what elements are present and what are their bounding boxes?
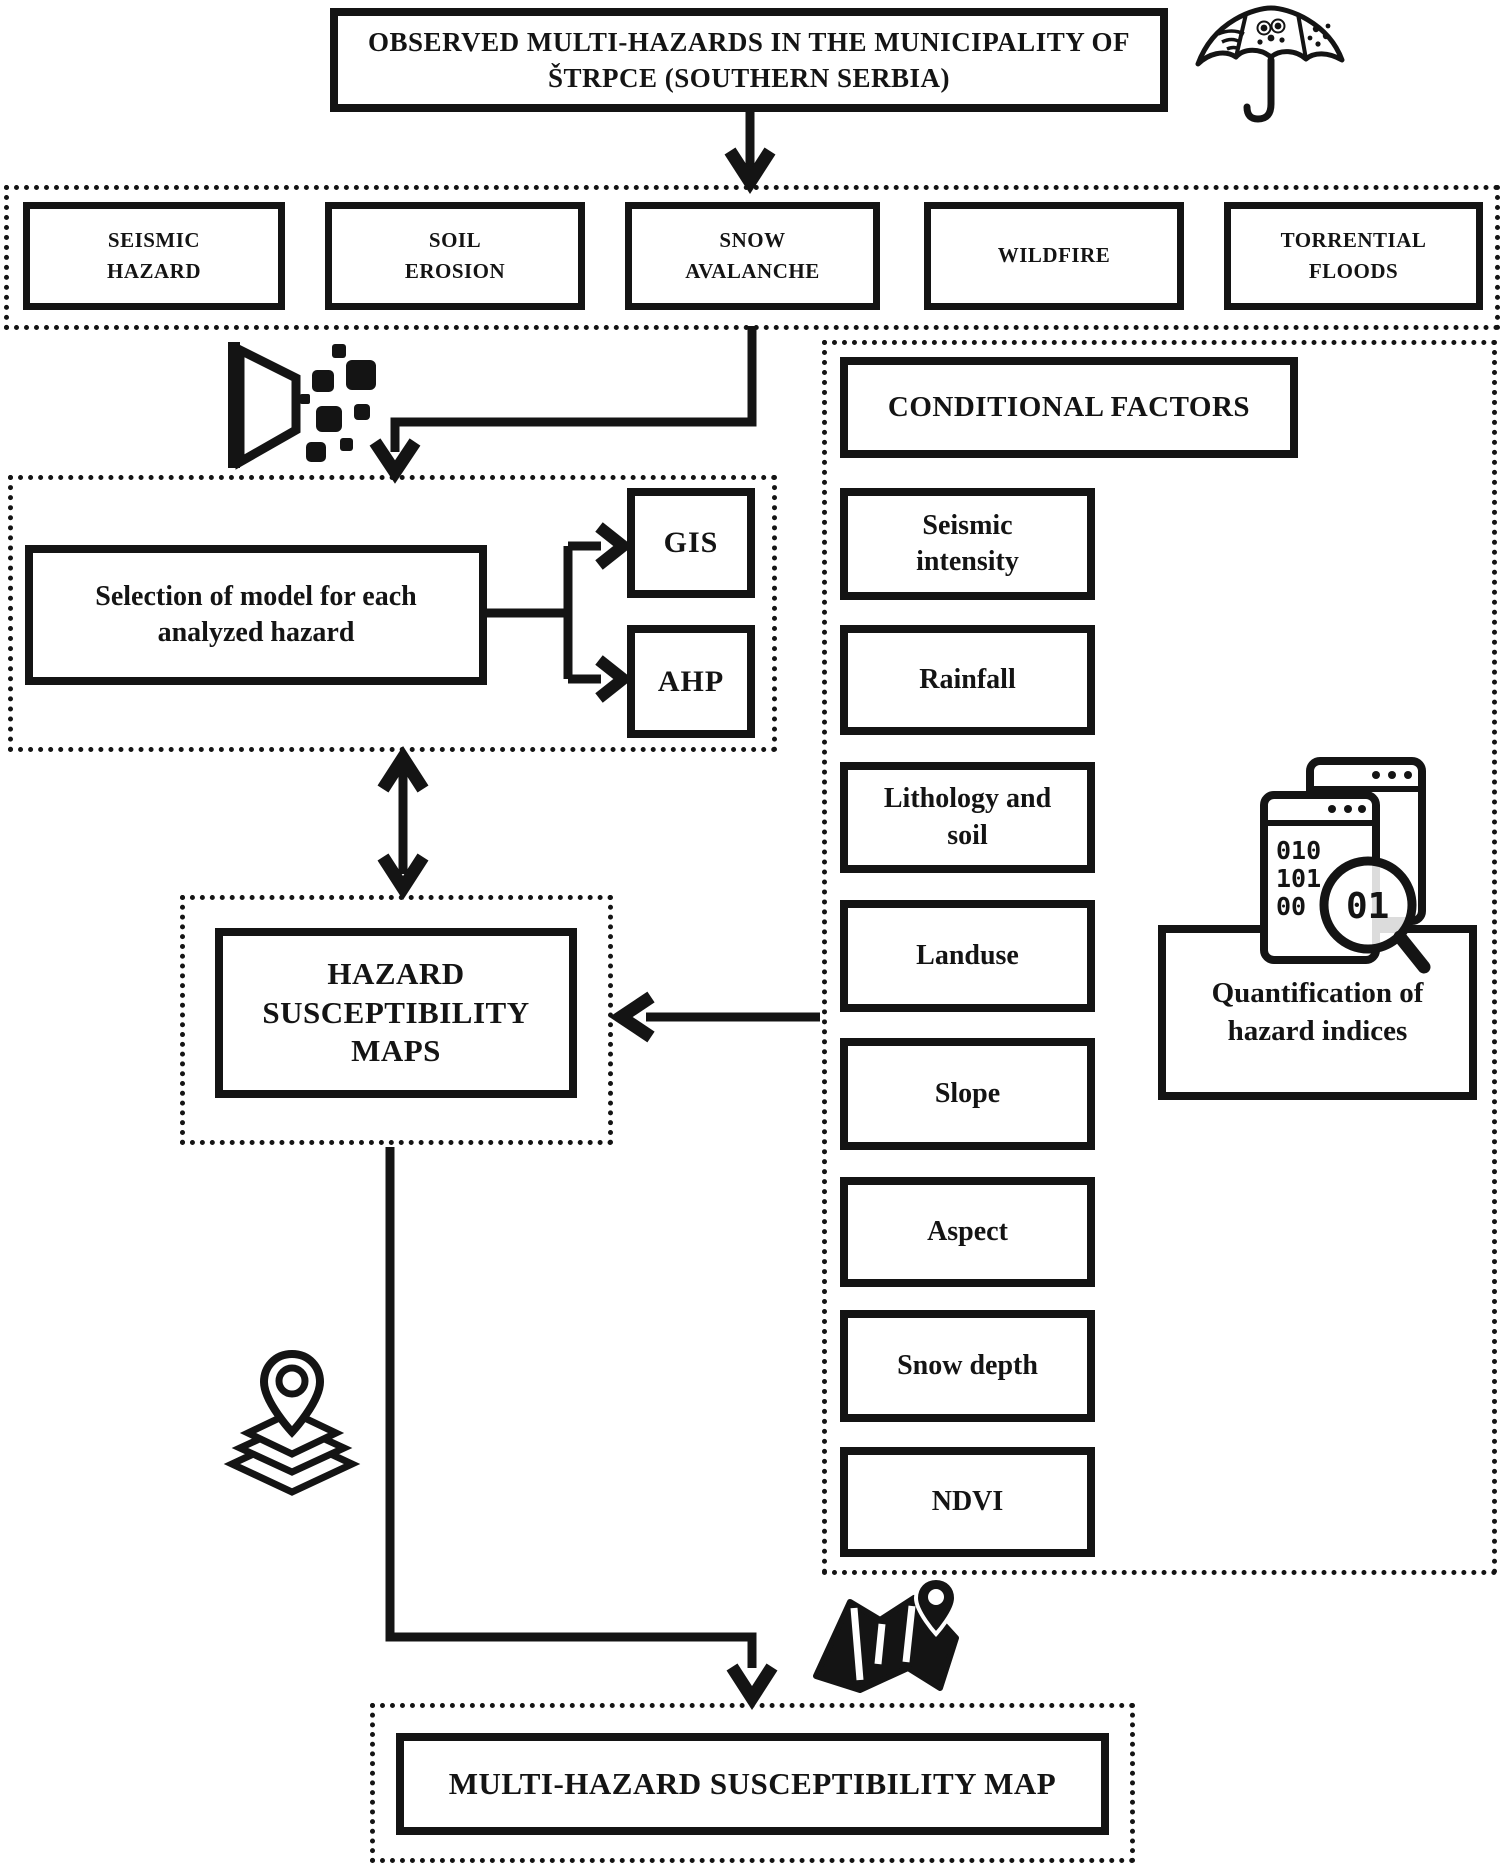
factor-box-lithology-soil: Lithology and soil <box>840 762 1095 873</box>
final-map-box: MULTI-HAZARD SUSCEPTIBILITY MAP <box>396 1733 1109 1835</box>
arrowhead-down-icon <box>369 438 421 484</box>
arrowhead-down-icon <box>724 147 776 194</box>
model-selection-label: Selection of model for each analyzed haz… <box>95 580 417 648</box>
map-layers-pin-icon <box>223 1349 361 1496</box>
title-text: OBSERVED MULTI-HAZARDS IN THE MUNICIPALI… <box>368 26 1130 93</box>
folded-map-pin-icon <box>813 1576 959 1693</box>
arrowhead-right-icon <box>595 655 633 703</box>
hazard-label: SNOW AVALANCHE <box>685 227 820 284</box>
model-label: GIS <box>663 526 719 559</box>
svg-text:010: 010 <box>1276 836 1321 865</box>
conditional-factors-title: CONDITIONAL FACTORS <box>887 391 1251 423</box>
factor-box-landuse: Landuse <box>840 900 1095 1012</box>
binary-data-magnifier-icon: 010 101 00 01 <box>1260 757 1431 974</box>
factor-box-snow-depth: Snow depth <box>840 1310 1095 1422</box>
model-label: AHP <box>657 664 725 698</box>
hazard-box-soil-erosion: SOIL EROSION <box>325 202 585 310</box>
hazard-box-wildfire: WILDFIRE <box>924 202 1184 310</box>
hazard-label: WILDFIRE <box>997 243 1111 268</box>
factor-label: Seismic intensity <box>916 509 1019 577</box>
svg-text:101: 101 <box>1276 864 1321 893</box>
hazard-label: SOIL EROSION <box>404 227 506 284</box>
svg-text:00: 00 <box>1276 892 1306 921</box>
final-map-label: MULTI-HAZARD SUSCEPTIBILITY MAP <box>448 1766 1057 1801</box>
arrowhead-up-icon <box>377 746 429 793</box>
hazard-box-torrential-floods: TORRENTIAL FLOODS <box>1224 202 1483 310</box>
arrowhead-left-icon <box>609 991 655 1043</box>
model-selection-container <box>8 475 777 752</box>
weather-umbrella-icon <box>1195 5 1345 123</box>
arrowhead-down-icon <box>377 853 429 900</box>
hazard-label: TORRENTIAL FLOODS <box>1280 227 1427 284</box>
factor-label: Slope <box>934 1077 1001 1109</box>
factor-box-ndvi: NDVI <box>840 1447 1095 1557</box>
title-box: OBSERVED MULTI-HAZARDS IN THE MUNICIPALI… <box>330 8 1168 112</box>
model-box-ahp: AHP <box>627 625 755 738</box>
svg-text:01: 01 <box>1346 886 1389 927</box>
conditional-factors-container <box>822 340 1497 1575</box>
projection-pixels-icon <box>228 342 376 470</box>
factor-label: NDVI <box>931 1485 1004 1517</box>
factor-label: Rainfall <box>919 663 1016 695</box>
hazard-label: SEISMIC HAZARD <box>106 227 201 284</box>
factor-box-slope: Slope <box>840 1038 1095 1150</box>
arrowhead-down-icon <box>726 1663 778 1710</box>
conditional-factors-header: CONDITIONAL FACTORS <box>840 357 1298 458</box>
hazard-box-seismic: SEISMIC HAZARD <box>23 202 285 310</box>
hazards-group-container <box>4 185 1500 330</box>
factor-box-aspect: Aspect <box>840 1177 1095 1287</box>
hazard-maps-label: HAZARD SUSCEPTIBILITY MAPS <box>262 955 530 1069</box>
factor-label: Aspect <box>927 1215 1008 1247</box>
hazard-box-snow-avalanche: SNOW AVALANCHE <box>625 202 880 310</box>
factor-box-seismic-intensity: Seismic intensity <box>840 488 1095 600</box>
hazard-maps-container <box>180 895 613 1145</box>
factor-label: Snow depth <box>897 1349 1038 1381</box>
hazard-maps-box: HAZARD SUSCEPTIBILITY MAPS <box>215 928 577 1098</box>
final-map-container <box>370 1703 1135 1863</box>
factor-label: Landuse <box>916 939 1019 971</box>
quantification-label: Quantification of hazard indices <box>1211 976 1424 1047</box>
model-box-gis: GIS <box>627 488 755 598</box>
model-selection-box: Selection of model for each analyzed haz… <box>25 545 487 685</box>
factor-label: Lithology and soil <box>883 783 1052 851</box>
arrowhead-right-icon <box>595 522 633 570</box>
factor-box-rainfall: Rainfall <box>840 625 1095 735</box>
